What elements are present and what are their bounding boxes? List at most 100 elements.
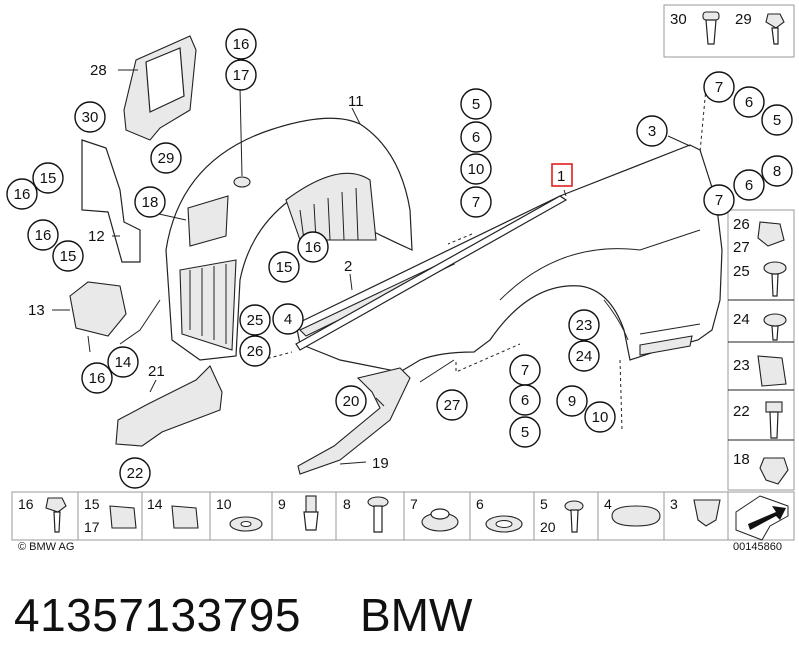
callout-16-bottom: 16 [81,362,113,394]
highlighted-part-label: 1 [551,163,573,187]
callout-15-mid: 15 [52,240,84,272]
svg-text:14: 14 [115,354,132,371]
svg-text:5: 5 [521,424,529,441]
bottom-strip: 16 15 17 14 10 9 8 7 [11,491,795,541]
clip-14-icon [171,505,199,529]
strip-label-9: 9 [278,496,286,512]
svg-text:7: 7 [472,194,480,211]
callout-30: 30 [74,101,106,133]
callout-15-liner: 15 [268,251,300,283]
bracket-28-part [123,35,197,141]
callout-6-right-mid: 6 [733,169,765,201]
bracket-21-part [115,365,223,447]
callout-25: 25 [239,304,271,336]
panel-label-18: 18 [733,451,750,468]
callout-7-center: 7 [460,186,492,218]
label-19: 19 [372,455,389,472]
panel-label-22: 22 [733,403,750,420]
strip-label-20: 20 [540,519,556,535]
clip-23-icon [757,355,787,387]
svg-text:29: 29 [158,150,175,167]
svg-text:4: 4 [284,311,292,328]
svg-text:6: 6 [472,129,480,146]
svg-text:25: 25 [247,312,264,329]
callout-7-right-mid: 7 [703,184,735,216]
svg-text:5: 5 [773,112,781,129]
label-1: 1 [557,168,565,185]
arrow-icon [735,495,789,541]
svg-text:16: 16 [305,239,322,256]
label-2: 2 [344,258,352,275]
fender-part [295,144,723,373]
clip-15-icon [109,505,137,529]
strip-label-14: 14 [147,496,163,512]
strip-label-15: 15 [84,496,100,512]
seal-strip-part [295,195,568,351]
svg-text:7: 7 [715,79,723,96]
callout-16-mid: 16 [27,219,59,251]
strip-label-4: 4 [604,496,612,512]
svg-text:15: 15 [40,170,57,187]
svg-text:6: 6 [745,94,753,111]
svg-text:16: 16 [35,227,52,244]
panel-label-29: 29 [735,11,752,28]
callout-16-top: 16 [225,28,257,60]
nut-18-icon [759,457,789,485]
callout-29: 29 [150,142,182,174]
wheel-liner-part [165,117,413,361]
svg-text:6: 6 [521,392,529,409]
callout-22: 22 [119,457,151,489]
svg-text:18: 18 [142,194,159,211]
screw-5-icon [564,500,584,533]
svg-text:5: 5 [472,96,480,113]
callout-16-liner: 16 [297,231,329,263]
plug-3-icon [693,499,721,527]
strip-label-3: 3 [670,496,678,512]
svg-text:7: 7 [715,192,723,209]
panel-label-23: 23 [733,357,750,374]
strip-label-17: 17 [84,519,100,535]
label-12: 12 [88,228,105,245]
callout-16-left: 16 [6,178,38,210]
panel-label-30: 30 [670,11,687,28]
strip-label-16: 16 [18,496,34,512]
label-13: 13 [28,302,45,319]
svg-text:30: 30 [82,109,99,126]
svg-text:27: 27 [444,397,461,414]
clip-26-icon [757,221,785,247]
label-21: 21 [148,363,165,380]
svg-text:24: 24 [576,348,593,365]
plug-4-icon [611,505,661,527]
svg-text:23: 23 [576,317,593,334]
callout-7-lower: 7 [509,354,541,386]
washer-10-icon [229,516,263,532]
callout-18: 18 [134,186,166,218]
callout-14: 14 [107,346,139,378]
svg-text:16: 16 [233,36,250,53]
callout-26: 26 [239,335,271,367]
svg-text:10: 10 [468,161,485,178]
screw-16-icon [45,497,67,533]
svg-text:3: 3 [648,123,656,140]
svg-text:15: 15 [276,259,293,276]
callout-9: 9 [556,385,588,417]
copyright-text: © BMW AG [18,541,75,553]
panel-label-26: 26 [733,216,750,233]
callout-7-right-top: 7 [703,71,735,103]
callout-5-right-top: 5 [761,104,793,136]
callout-24: 24 [568,340,600,372]
grommet-7-icon [421,508,459,532]
side-panel: 26 27 25 24 23 22 18 [727,209,795,491]
svg-text:26: 26 [247,343,264,360]
panel-label-25: 25 [733,263,750,280]
callout-10-lower: 10 [584,401,616,433]
panel-label-27: 27 [733,239,750,256]
callout-6-lower: 6 [509,384,541,416]
label-28: 28 [90,62,107,79]
clip-30-icon [702,11,720,45]
label-11: 11 [348,93,364,110]
svg-text:20: 20 [343,393,360,410]
svg-text:16: 16 [14,186,31,203]
screw-24-icon [763,313,787,341]
image-code: 00145860 [733,541,782,553]
